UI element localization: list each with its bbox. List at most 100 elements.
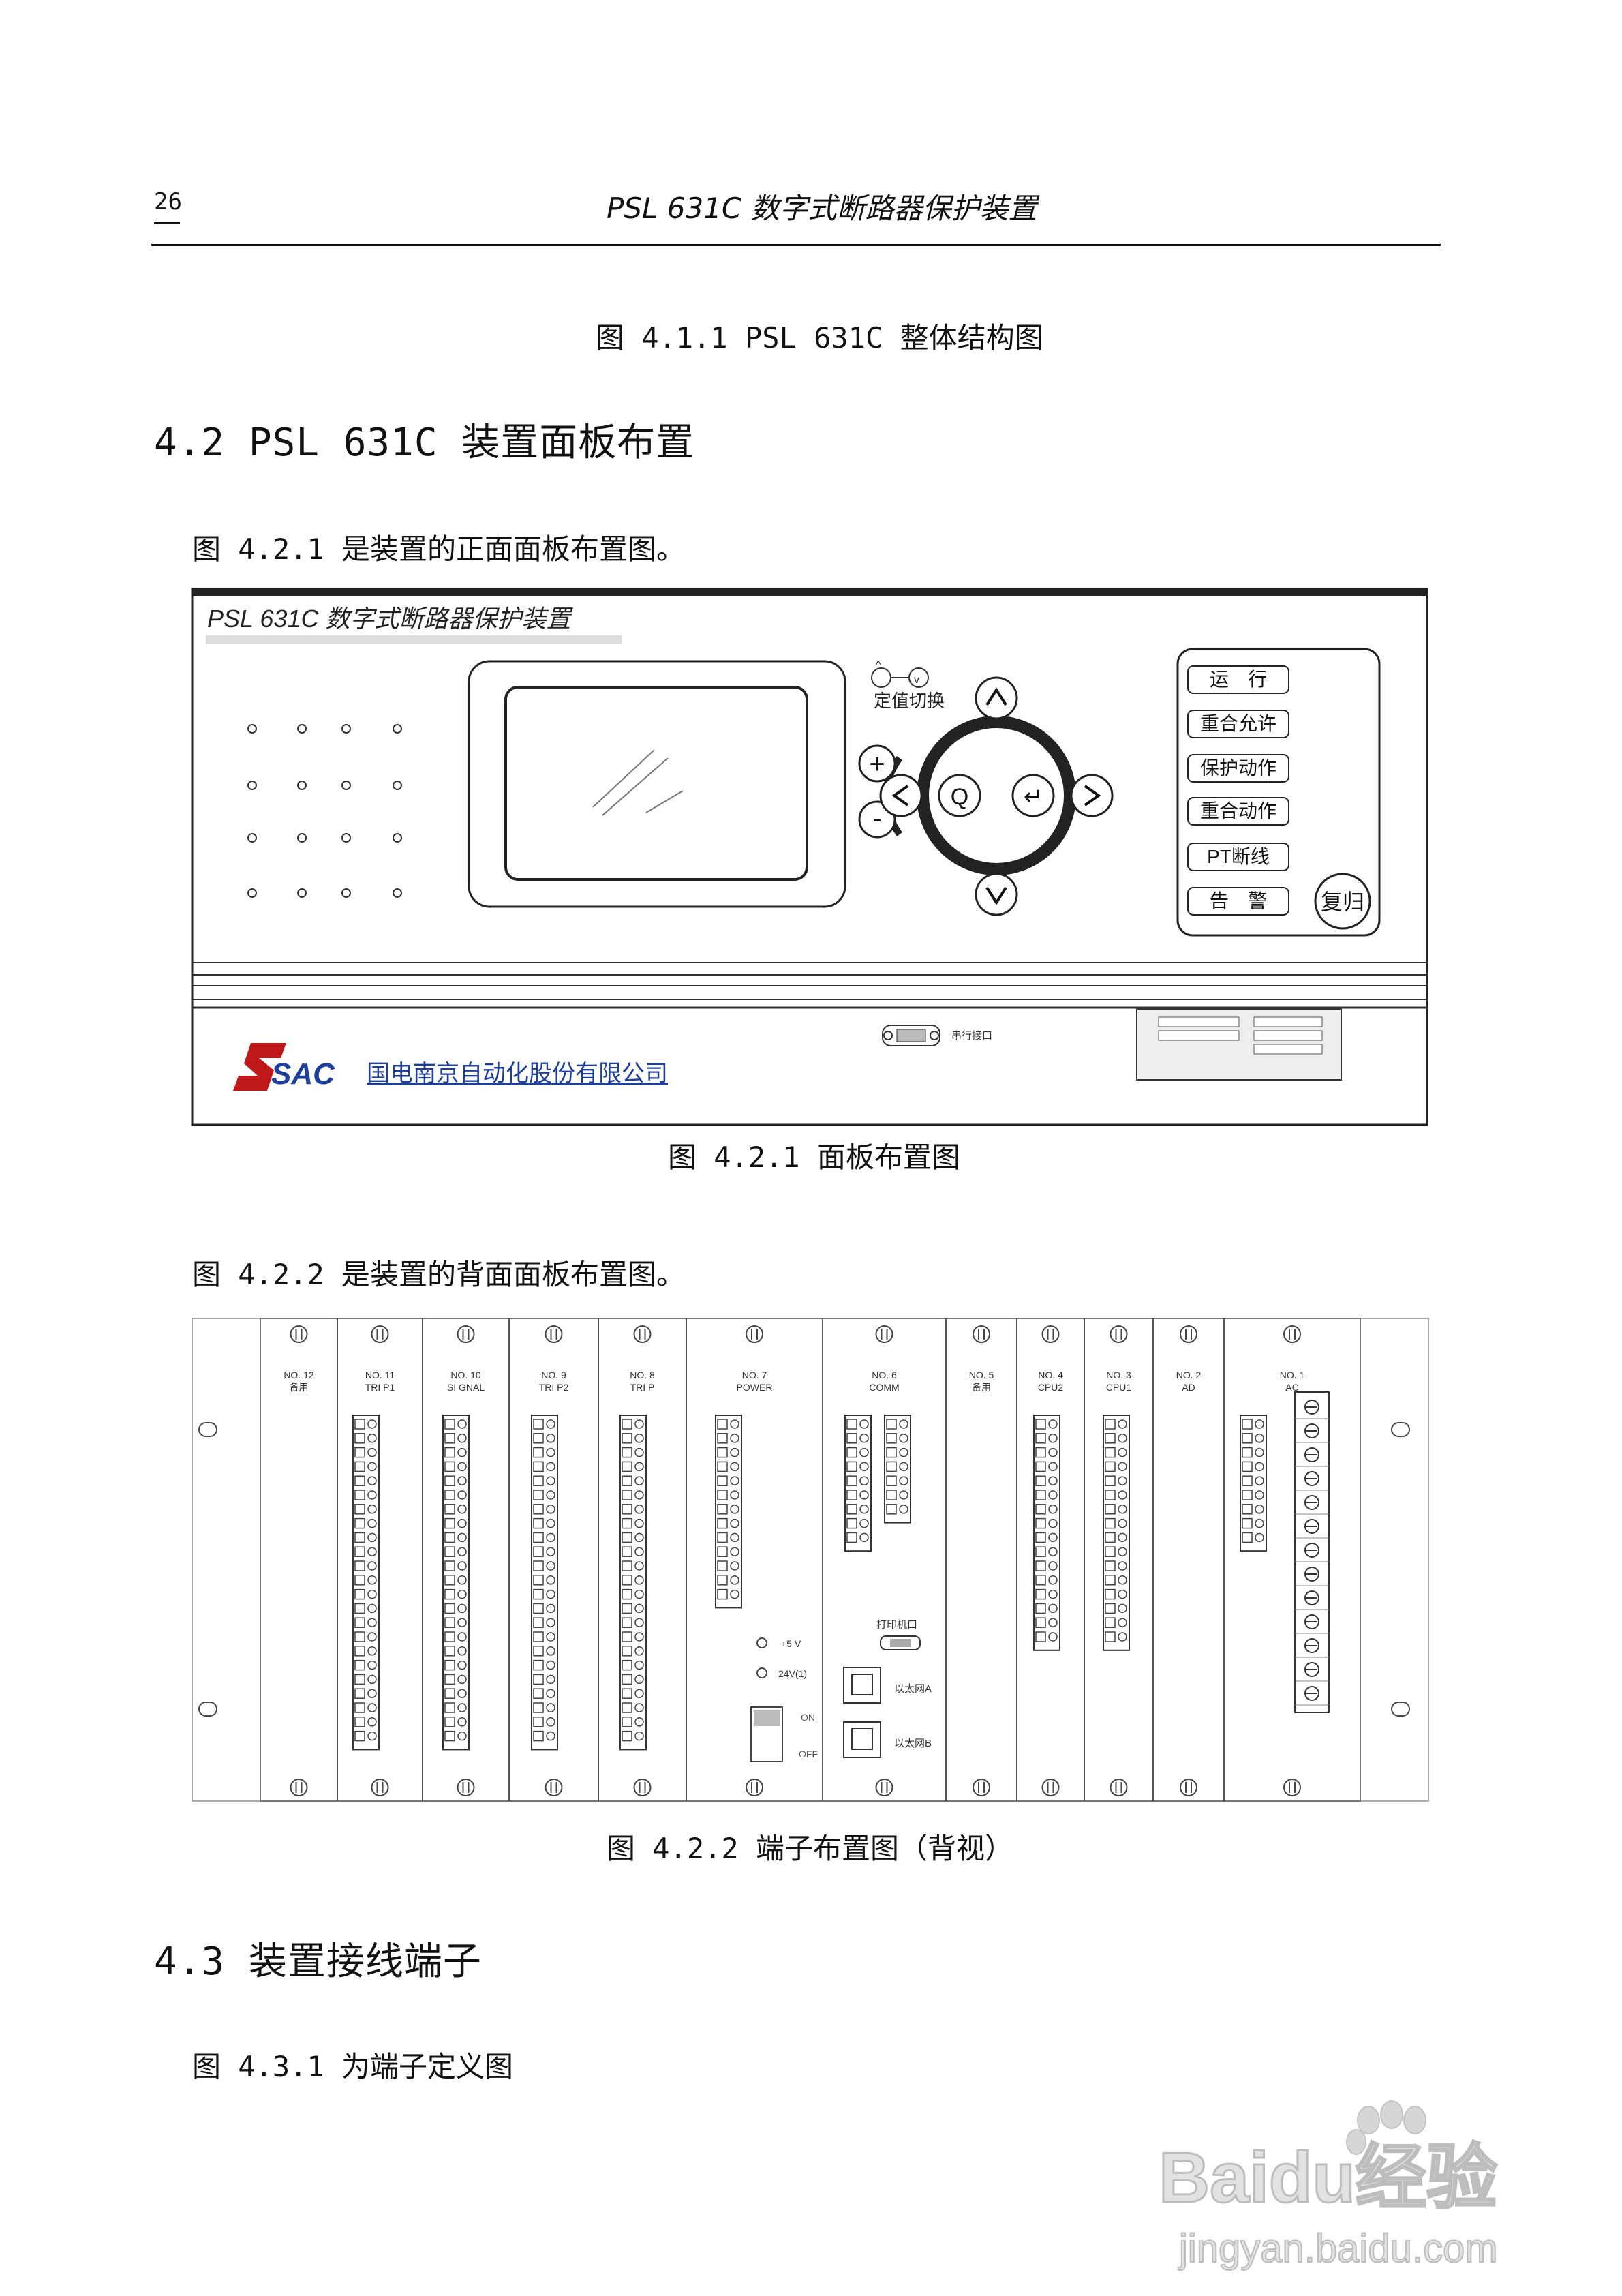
nav-ring [917, 716, 1076, 875]
slot-screw [457, 1325, 475, 1343]
indicator-box-5 [1187, 887, 1289, 916]
serial-port-label: 串行接口 [951, 1030, 992, 1042]
slot-screw [290, 1325, 308, 1343]
ethernet-b-label: 以太网B [894, 1738, 932, 1749]
slot-screw [746, 1779, 763, 1796]
slot-screw [1283, 1779, 1301, 1796]
slot-number: NO. 11 [365, 1370, 395, 1380]
slot-screw [1180, 1325, 1197, 1343]
slot-number: NO. 6 [872, 1370, 897, 1380]
indicator-box-2 [1187, 754, 1289, 783]
indicator-box-4 [1187, 843, 1289, 871]
slot-screw [1110, 1779, 1128, 1796]
svg-text:+: + [869, 749, 885, 779]
slot-screw [1180, 1779, 1197, 1796]
svg-text:Baidu经验: Baidu经验 [1159, 2139, 1497, 2218]
slot-name: POWER [737, 1382, 773, 1393]
indicator-label-2: 保护动作 [1200, 757, 1276, 779]
led-dot-grid [247, 724, 402, 898]
slot-screw [746, 1325, 763, 1343]
slot-screw [875, 1779, 893, 1796]
terminal-def-intro: 图 4.3.1 为端子定义图 [192, 2050, 514, 2083]
svg-text:OFF: OFF [799, 1749, 818, 1759]
led-5v-label: +5 V [781, 1638, 801, 1649]
slot-name: 备用 [290, 1382, 309, 1393]
print-port-label: 打印机口 [876, 1619, 917, 1631]
indicator-label-3: 重合动作 [1200, 800, 1276, 821]
slot-name: CPU1 [1106, 1382, 1132, 1393]
front-panel-caption: 图 4.2.1 面板布置图 [668, 1141, 961, 1174]
lcd-screen [504, 686, 808, 881]
slot-number: NO. 2 [1176, 1370, 1202, 1380]
svg-text:ON: ON [801, 1712, 815, 1723]
company-name: 国电南京自动化股份有限公司 [367, 1061, 668, 1087]
svg-text:↵: ↵ [1024, 784, 1043, 810]
svg-text:-: - [872, 804, 881, 834]
slot-number: NO. 5 [969, 1370, 994, 1380]
slot-screw [973, 1325, 990, 1343]
slot-name: AD [1182, 1382, 1195, 1393]
running-header-title: PSL 631C 数字式断路器保护装置 [607, 192, 1037, 225]
quit-key [938, 774, 981, 817]
baidu-watermark: Baidu经验 jingyan.baidu.com [1158, 2100, 1499, 2271]
slot-screw [1283, 1325, 1301, 1343]
reset-button-label: 复归 [1321, 890, 1364, 914]
slot-name: COMM [869, 1382, 899, 1393]
indicator-box-0 [1187, 665, 1289, 694]
slot-screw [1041, 1779, 1060, 1796]
slot-number: NO. 9 [541, 1370, 566, 1380]
indicator-box-1 [1187, 710, 1289, 738]
slot-name: TRI P1 [365, 1382, 395, 1393]
fig-4-1-1-caption: 图 4.1.1 PSL 631C 整体结构图 [596, 321, 1043, 354]
slot-name: CPU2 [1038, 1382, 1064, 1393]
slot-name: AC [1285, 1382, 1298, 1393]
slot-number: NO. 1 [1280, 1370, 1305, 1380]
slot-name: SI GNAL [447, 1382, 485, 1393]
setting-switch-label: 定值切换 [874, 691, 945, 711]
slot-screw [371, 1779, 389, 1796]
svg-text:Q: Q [951, 784, 968, 810]
slot-screw [290, 1779, 308, 1796]
slot-screw [545, 1325, 563, 1343]
slot-screw [973, 1779, 990, 1796]
slot-screw [875, 1325, 893, 1343]
print-port-icon [880, 1635, 921, 1650]
svg-text:jingyan.baidu.com: jingyan.baidu.com [1178, 2226, 1498, 2271]
led-24v-label: 24V(1) [778, 1668, 807, 1679]
slot-screw [371, 1325, 389, 1343]
header-rule [151, 244, 1441, 246]
slot-screw [1110, 1325, 1128, 1343]
up-key [975, 676, 1018, 720]
slot-name: 备用 [972, 1382, 991, 1393]
left-key [879, 774, 923, 817]
enter-key [1011, 774, 1055, 817]
page-number: 26 [154, 188, 182, 215]
front-panel-intro: 图 4.2.1 是装置的正面面板布置图。 [192, 532, 686, 566]
slot-number: NO. 8 [630, 1370, 655, 1380]
slot-number: NO. 4 [1038, 1370, 1063, 1380]
slot-screw [1041, 1325, 1060, 1343]
indicator-label-1: 重合允许 [1200, 713, 1276, 734]
svg-text:^: ^ [876, 659, 881, 671]
rear-panel-caption: 图 4.2.2 端子布置图（背视） [607, 1832, 1014, 1865]
serial-port-icon [882, 1025, 940, 1046]
slot-screw [633, 1325, 652, 1343]
page-number-underline [154, 222, 180, 224]
lcd-glare [592, 749, 684, 816]
right-key [1070, 774, 1114, 817]
slot-screw [545, 1779, 563, 1796]
plus-key [858, 744, 896, 783]
rear-panel-intro: 图 4.2.2 是装置的背面面板布置图。 [192, 1258, 686, 1291]
section-4-3-heading: 4.3 装置接线端子 [154, 1939, 482, 1984]
front-panel-figure: PSL 631C 数字式断路器保护装置 ^ v 定值切换 + - Q ↵ 复归 [191, 588, 1428, 1126]
section-4-2-heading: 4.2 PSL 631C 装置面板布置 [154, 421, 695, 465]
reset-button [1314, 873, 1371, 930]
indicator-label-4: PT断线 [1207, 846, 1270, 867]
indicator-box-3 [1187, 797, 1289, 826]
slot-name: TRI P [630, 1382, 655, 1393]
svg-text:SAC: SAC [271, 1057, 335, 1091]
slot-number: NO. 7 [742, 1370, 767, 1380]
slot-screw [633, 1779, 652, 1796]
ethernet-a-label: 以太网A [894, 1683, 932, 1695]
